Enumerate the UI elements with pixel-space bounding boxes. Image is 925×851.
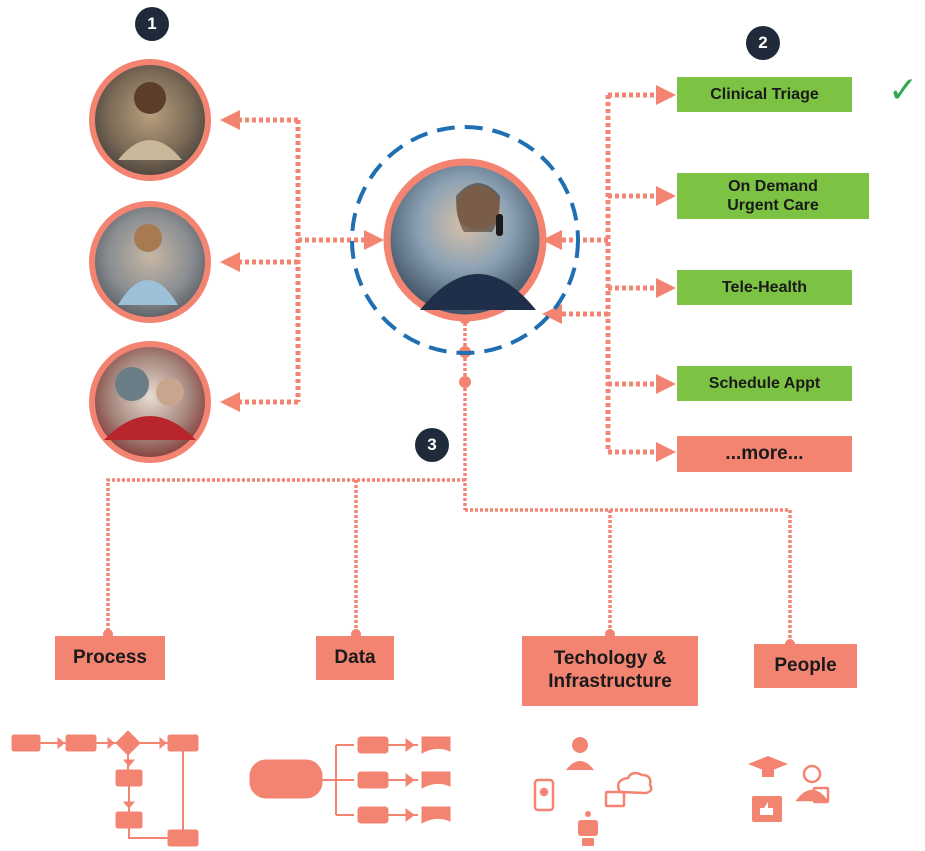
patient-wheelchair-photo	[89, 59, 211, 181]
pillar-data: Data	[316, 636, 394, 680]
service-clinical-triage: Clinical Triage	[677, 77, 852, 112]
pillar-people: People	[754, 644, 857, 688]
service-urgent-care: On Demand Urgent Care	[677, 173, 869, 219]
foundation-lines	[106, 318, 792, 642]
cloud-computer-icon	[604, 771, 653, 808]
checkmark-icon: ✓	[888, 70, 919, 111]
pillar-technology-infrastructure: Techology & Infrastructure	[522, 636, 698, 706]
service-tele-health: Tele-Health	[677, 270, 852, 305]
agent-on-phone-photo	[350, 125, 580, 355]
graduation-cap-icon	[748, 756, 788, 777]
service-schedule-appt: Schedule Appt	[677, 366, 852, 401]
mobile-user-icon	[533, 778, 555, 812]
step-badge-1: 1	[135, 7, 169, 41]
step-badge-3: 3	[415, 428, 449, 462]
patient-hug-photo	[89, 341, 211, 463]
robot-icon	[578, 811, 598, 846]
step-badge-2: 2	[746, 26, 780, 60]
process-flowchart-icon	[11, 730, 199, 847]
agent-headset-icon	[566, 737, 594, 770]
reviewer-icon	[795, 764, 830, 804]
service-more: ...more...	[677, 436, 852, 472]
patient-student-photo	[89, 201, 211, 323]
database-flow-icon	[249, 736, 451, 824]
thumbs-up-icon	[752, 796, 782, 822]
pillar-process: Process	[55, 636, 165, 680]
connector-lines	[220, 85, 676, 462]
